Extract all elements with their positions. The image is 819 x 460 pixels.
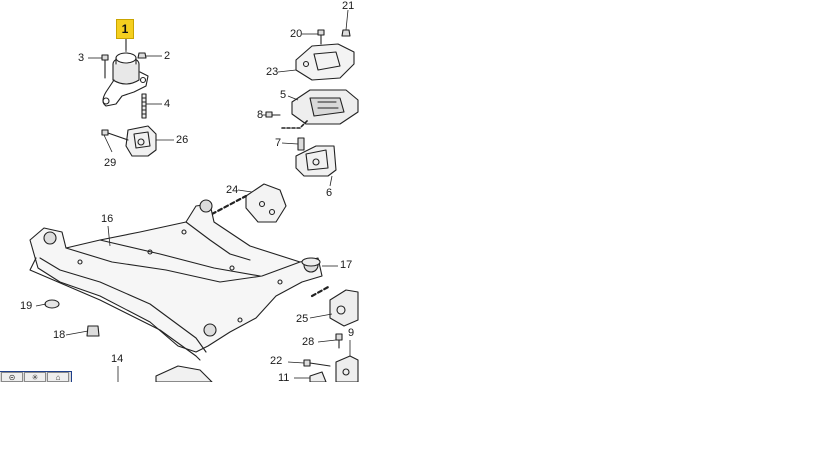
- home-icon: ⌂: [55, 372, 61, 382]
- stud-part-7: [297, 137, 305, 151]
- callout-19[interactable]: 19: [20, 300, 33, 312]
- mount-part-9: [335, 355, 359, 382]
- mount-part-25: [329, 289, 359, 327]
- engine-mount-part-1: [102, 37, 149, 107]
- callout-4[interactable]: 4: [164, 98, 171, 110]
- callout-22[interactable]: 22: [270, 355, 283, 367]
- callout-29[interactable]: 29: [104, 157, 117, 169]
- callout-14[interactable]: 14: [111, 353, 124, 365]
- callout-11[interactable]: 11: [278, 372, 290, 384]
- nut-part-21: [341, 29, 351, 37]
- subframe-part-16: [29, 199, 323, 361]
- bolt-part-20: [317, 29, 325, 45]
- callout-23[interactable]: 23: [266, 66, 279, 78]
- part-14: [155, 365, 213, 382]
- bushing-part-17: [301, 257, 321, 267]
- bracket-part-24: [245, 183, 287, 223]
- nut-part-2: [137, 52, 147, 59]
- callout-17[interactable]: 17: [340, 259, 353, 271]
- callout-5[interactable]: 5: [280, 89, 287, 101]
- callout-1-highlighted[interactable]: 1: [116, 19, 134, 39]
- mount-part-5: [291, 89, 359, 125]
- home-button[interactable]: ⌂: [47, 372, 69, 382]
- bracket-part-6: [295, 145, 337, 177]
- part-11: [309, 371, 327, 382]
- callout-6[interactable]: 6: [326, 187, 333, 199]
- callout-24[interactable]: 24: [226, 184, 239, 196]
- bolt-part-29: [101, 129, 129, 141]
- callout-25[interactable]: 25: [296, 313, 309, 325]
- zoom-out-button[interactable]: ⊝: [1, 372, 23, 382]
- washer-part-19: [44, 299, 60, 309]
- bolt-part-28: [335, 333, 343, 349]
- callout-8[interactable]: 8: [257, 109, 264, 121]
- callout-7[interactable]: 7: [275, 137, 282, 149]
- viewer-toolbar: ⊝ ✳ ⌂: [0, 371, 72, 382]
- bolt-part-22: [303, 359, 331, 367]
- zoom-out-icon: ⊝: [8, 372, 16, 382]
- callout-20[interactable]: 20: [290, 28, 303, 40]
- fit-button[interactable]: ✳: [24, 372, 46, 382]
- bolt-part-18: [86, 325, 100, 337]
- fit-icon: ✳: [31, 372, 39, 382]
- callout-2[interactable]: 2: [164, 50, 171, 62]
- bolt-part-3: [101, 54, 109, 79]
- dashed-guide-25: [310, 284, 332, 298]
- dashed-guide-24: [210, 194, 248, 216]
- callout-16[interactable]: 16: [101, 213, 114, 225]
- dashed-guide-8: [281, 119, 309, 129]
- callout-21[interactable]: 21: [342, 0, 355, 12]
- bracket-part-26: [125, 125, 157, 157]
- bolt-part-8: [265, 111, 281, 118]
- callout-9[interactable]: 9: [348, 327, 355, 339]
- callout-28[interactable]: 28: [302, 336, 315, 348]
- callout-26[interactable]: 26: [176, 134, 189, 146]
- bracket-part-23: [295, 43, 355, 81]
- callout-18[interactable]: 18: [53, 329, 66, 341]
- callout-3[interactable]: 3: [78, 52, 85, 64]
- parts-diagram: [29, 9, 359, 382]
- stud-part-4: [141, 93, 147, 119]
